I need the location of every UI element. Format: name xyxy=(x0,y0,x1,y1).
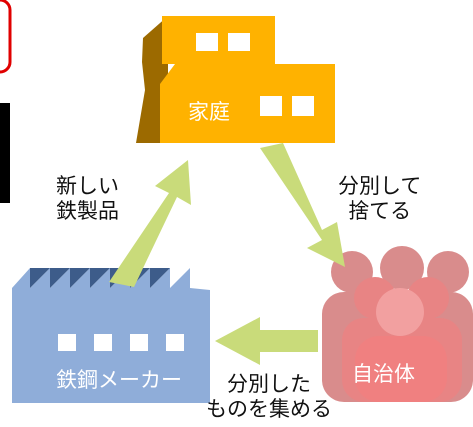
people-group-icon xyxy=(322,246,473,402)
arrow-municipality-to-steelmaker xyxy=(215,317,318,365)
arrow-steelmaker-to-household xyxy=(109,160,191,287)
edge-label-line: 分別した xyxy=(227,372,311,396)
node-label-municipality: 自治体 xyxy=(352,362,415,386)
edge-label-steelmaker-to-household: 新しい 鉄製品 xyxy=(56,174,119,224)
edge-label-household-to-municipality: 分別して 捨てる xyxy=(338,174,421,224)
edge-label-line: 分別して xyxy=(338,174,422,198)
edge-label-municipality-to-steelmaker: 分別した ものを集める xyxy=(206,372,332,422)
edge-label-line: 鉄製品 xyxy=(56,199,119,223)
arrow-household-to-municipality xyxy=(260,143,345,267)
red-frame-fragment xyxy=(0,0,12,74)
black-glyph-fragment xyxy=(0,103,10,203)
edge-label-line: 新しい xyxy=(56,174,119,198)
factory-icon xyxy=(12,268,210,403)
node-label-household: 家庭 xyxy=(188,100,230,124)
edge-label-line: 捨てる xyxy=(348,199,412,223)
house-icon xyxy=(136,16,335,143)
node-label-steelmaker: 鉄鋼メーカー xyxy=(56,368,182,392)
edge-label-line: ものを集める xyxy=(206,397,332,421)
